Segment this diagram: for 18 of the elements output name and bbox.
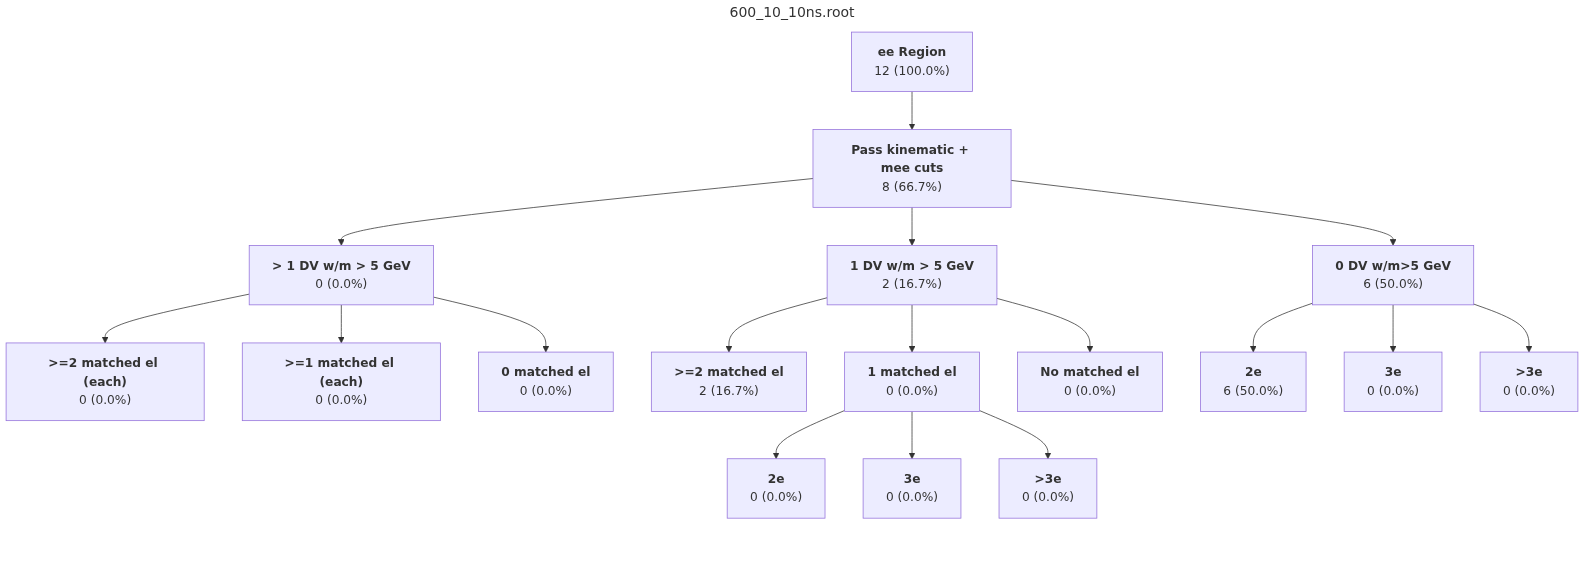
node-box: 1 matched el 0 (0.0%) [844, 351, 980, 412]
node-box: ee Region 12 (100.0%) [851, 31, 973, 92]
node-box: >=2 matched el (each) 0 (0.0%) [5, 342, 205, 422]
node-box: >=1 matched el (each) 0 (0.0%) [241, 342, 441, 422]
node-box: 2e 0 (0.0%) [726, 458, 826, 519]
node-box: >3e 0 (0.0%) [1479, 351, 1579, 412]
node-box: 0 matched el 0 (0.0%) [478, 351, 614, 412]
node-box: >3e 0 (0.0%) [998, 458, 1098, 519]
node-box: Pass kinematic + mee cuts 8 (66.7%) [812, 129, 1012, 208]
node-box: > 1 DV w/m > 5 GeV 0 (0.0%) [248, 245, 434, 306]
node-box: 3e 0 (0.0%) [862, 458, 962, 519]
node-box: 1 DV w/m > 5 GeV 2 (16.7%) [826, 245, 998, 306]
diagram-title: 600_10_10ns.root [729, 4, 855, 20]
node-box: No matched el 0 (0.0%) [1017, 351, 1163, 412]
node-box: >=2 matched el 2 (16.7%) [650, 351, 807, 412]
node-box: 3e 0 (0.0%) [1343, 351, 1443, 412]
node-box: 2e 6 (50.0%) [1200, 351, 1307, 412]
node-box: 0 DV w/m>5 GeV 6 (50.0%) [1312, 245, 1475, 306]
